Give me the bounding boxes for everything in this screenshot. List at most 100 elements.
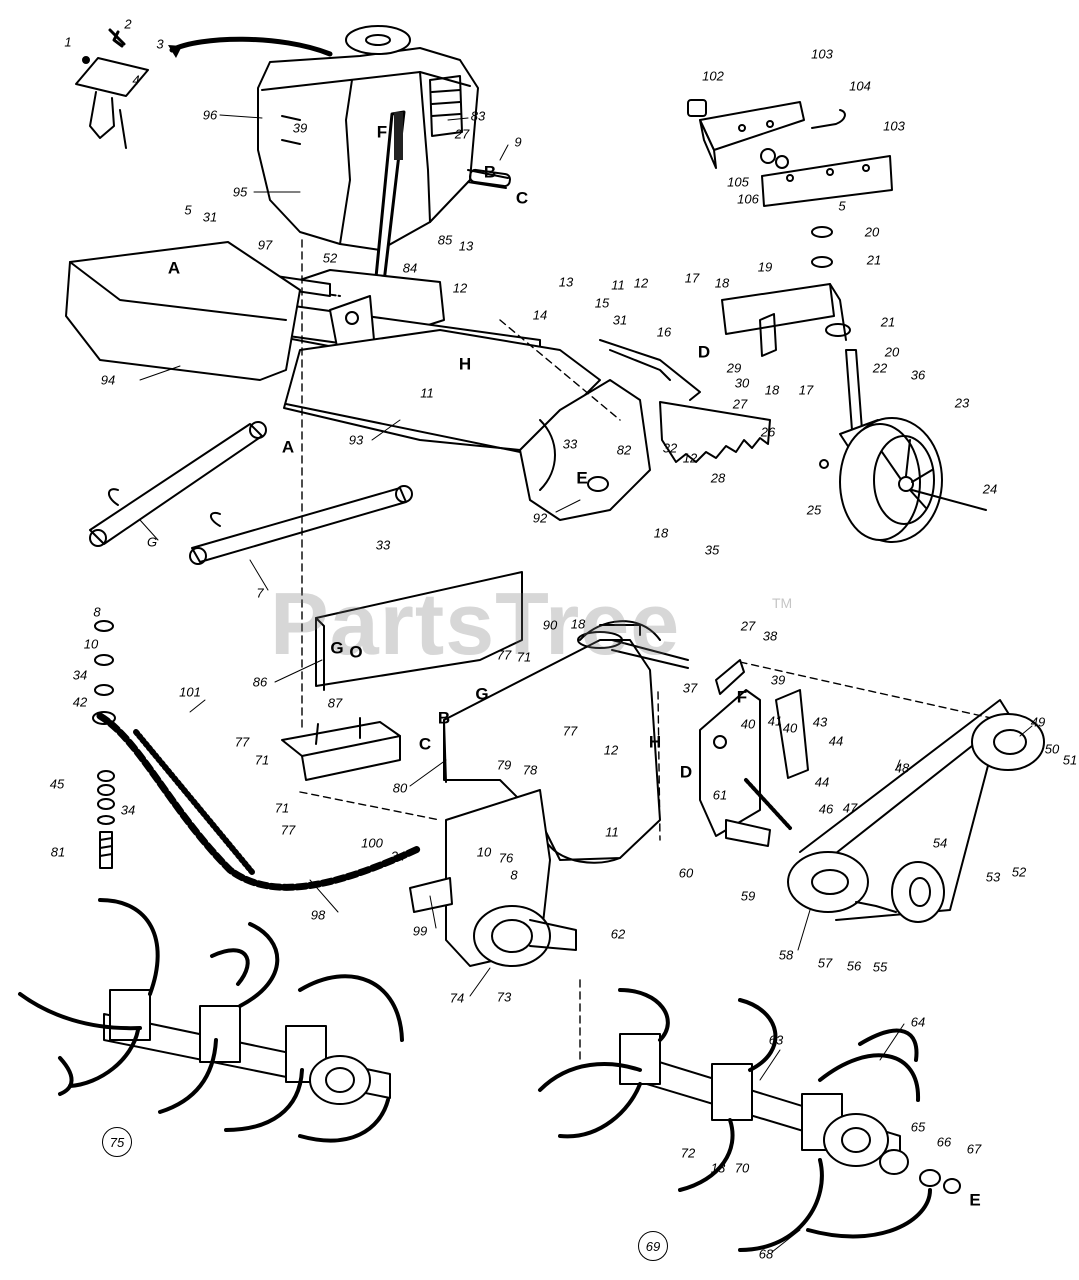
watermark: PartsTree xyxy=(270,574,681,673)
part-number-label: 40 xyxy=(782,720,798,736)
leader-lines xyxy=(139,114,1033,1253)
part-number-label: 17 xyxy=(798,382,814,398)
part-number-label: 86 xyxy=(252,674,268,690)
reference-letter-label: O xyxy=(349,642,363,662)
part-number-label: 83 xyxy=(470,108,486,124)
part-number-label: 4 xyxy=(132,72,140,88)
mounting-bracket xyxy=(281,717,401,781)
part-number-label: 3 xyxy=(156,36,164,52)
throttle-cable xyxy=(169,36,333,57)
part-number-label: 63 xyxy=(768,1032,784,1048)
idler-arm xyxy=(699,659,809,847)
part-number-label: 81 xyxy=(50,844,66,860)
part-number-label: 73 xyxy=(496,989,512,1005)
part-number-label: 74 xyxy=(449,990,465,1006)
caster-bracket xyxy=(687,99,893,207)
part-number-label: 42 xyxy=(72,694,88,710)
part-number-label: 67 xyxy=(966,1141,982,1157)
part-number-label: 68 xyxy=(758,1246,774,1262)
part-number-label: 79 xyxy=(496,757,512,773)
part-number-label: 26 xyxy=(760,424,776,440)
part-number-label: 10 xyxy=(476,844,492,860)
left-tine-assembly xyxy=(18,898,404,1143)
reference-letter-label: F xyxy=(376,122,388,142)
part-number-label: 59 xyxy=(740,888,756,904)
part-number-label: 27 xyxy=(740,618,756,634)
part-number-label: 11 xyxy=(605,824,619,840)
part-number-label: 100 xyxy=(361,835,383,851)
part-number-label: 103 xyxy=(883,118,905,134)
part-number-label: 8 xyxy=(510,867,518,883)
part-number-label: 41 xyxy=(767,713,783,729)
part-number-label: 57 xyxy=(817,955,833,971)
part-number-label: 11 xyxy=(420,385,434,401)
part-number-label: 77 xyxy=(496,647,512,663)
part-number-label: 43 xyxy=(812,714,828,730)
part-number-label: 51 xyxy=(1062,752,1078,768)
reference-letter-label: G xyxy=(475,684,489,704)
part-number-label: 40 xyxy=(740,716,756,732)
part-number-label: 71 xyxy=(516,649,532,665)
tine-shield xyxy=(283,329,651,521)
part-number-label: 33 xyxy=(562,436,578,452)
bolt-stack xyxy=(92,620,116,869)
part-number-label: 66 xyxy=(936,1134,952,1150)
part-number-label: 106 xyxy=(737,191,759,207)
part-number-label: 18 xyxy=(714,275,730,291)
circled-assembly-label: 69 xyxy=(638,1231,668,1261)
drag-links xyxy=(89,421,413,565)
part-number-label: 5 xyxy=(838,198,846,214)
part-number-label: 36 xyxy=(910,367,926,383)
part-number-label: 94 xyxy=(100,372,116,388)
part-number-label: 65 xyxy=(910,1119,926,1135)
part-number-label: 105 xyxy=(727,174,749,190)
part-number-label: 15 xyxy=(594,295,610,311)
part-number-label: 10 xyxy=(83,636,99,652)
part-number-label: 24 xyxy=(982,481,998,497)
part-number-label: 102 xyxy=(702,68,724,84)
part-number-label: 31 xyxy=(202,209,218,225)
part-number-label: 58 xyxy=(778,947,794,963)
part-number-label: 77 xyxy=(234,734,250,750)
part-number-label: 92 xyxy=(532,510,548,526)
part-number-label: 76 xyxy=(498,850,514,866)
part-number-label: 9 xyxy=(514,134,522,150)
part-number-label: 29 xyxy=(726,360,742,376)
gear-case xyxy=(409,789,577,967)
part-number-label: 52 xyxy=(322,250,338,266)
part-number-label: 103 xyxy=(811,46,833,62)
depth-bar xyxy=(599,339,771,463)
reference-letter-label: E xyxy=(969,1190,981,1210)
throttle-control xyxy=(75,28,149,149)
part-number-label: 71 xyxy=(274,800,290,816)
reference-letter-label: B xyxy=(483,162,497,182)
reference-letter-label: F xyxy=(736,687,748,707)
part-number-label: 71 xyxy=(254,752,270,768)
part-number-label: 38 xyxy=(762,628,778,644)
part-number-label: 32 xyxy=(662,440,678,456)
part-number-label: 14 xyxy=(532,307,548,323)
watermark-tm: TM xyxy=(772,595,793,611)
caster-wheel xyxy=(721,226,987,543)
reference-letter-label: E xyxy=(576,468,588,488)
part-number-label: 39 xyxy=(770,672,786,688)
part-number-label: 44 xyxy=(814,774,830,790)
part-number-label: 7 xyxy=(256,585,264,601)
part-number-label: 95 xyxy=(232,184,248,200)
reference-letter-label: A xyxy=(281,437,295,457)
part-number-label: 21 xyxy=(866,252,882,268)
part-number-label: 34 xyxy=(120,802,136,818)
part-number-label: 8 xyxy=(93,604,101,620)
part-number-label: 46 xyxy=(818,801,834,817)
part-number-label: 72 xyxy=(680,1145,696,1161)
part-number-label: 54 xyxy=(932,835,948,851)
reference-letter-label: H xyxy=(458,354,472,374)
part-number-label: 96 xyxy=(202,107,218,123)
part-number-label: 90 xyxy=(542,617,558,633)
part-number-label: 19 xyxy=(757,259,773,275)
part-number-label: 77 xyxy=(280,822,296,838)
part-number-label: 12 xyxy=(452,280,468,296)
part-number-label: 27 xyxy=(732,396,748,412)
part-number-label: 22 xyxy=(872,360,888,376)
